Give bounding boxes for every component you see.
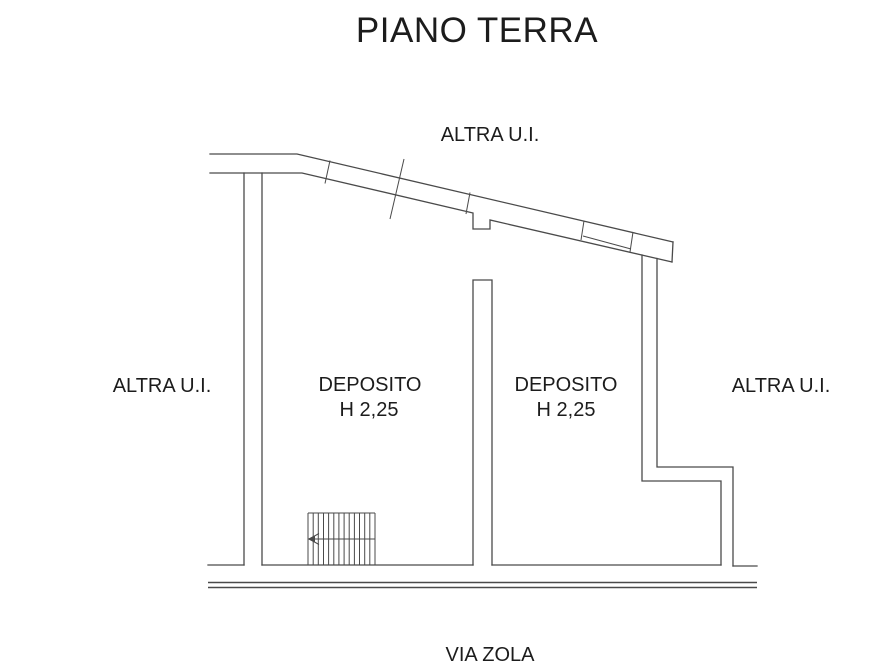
street-boundary-lines xyxy=(208,581,757,589)
room-left-label: DEPOSITO H 2,25 xyxy=(319,374,422,421)
window-left-jamb xyxy=(580,220,585,241)
room-right-height: H 2,25 xyxy=(537,399,596,421)
middle-partition-wall xyxy=(472,279,493,566)
window-glazing-line xyxy=(582,235,632,250)
right-wall-outer-line xyxy=(656,257,734,567)
room-left-name: DEPOSITO xyxy=(319,374,422,396)
wall-division-tick-1 xyxy=(324,160,331,184)
stair-arrow-head xyxy=(307,535,315,543)
section-cut-line xyxy=(389,158,405,220)
window-top-wall xyxy=(580,220,634,253)
right-wall-inner-line xyxy=(641,254,722,566)
label-altra-ui-top: ALTRA U.I. xyxy=(441,124,540,146)
label-via-zola: VIA ZOLA xyxy=(446,644,536,666)
top-wall-end-cap xyxy=(671,241,674,263)
top-wall-inner-line-with-notch xyxy=(209,172,673,263)
page-title: PIANO TERRA xyxy=(356,11,598,50)
room-right-name: DEPOSITO xyxy=(515,374,618,396)
room-right-label: DEPOSITO H 2,25 xyxy=(515,374,618,421)
label-altra-ui-left: ALTRA U.I. xyxy=(113,375,212,397)
top-wall-outer-line xyxy=(209,153,674,243)
room-left-height: H 2,25 xyxy=(340,399,399,421)
bottom-wall-line xyxy=(261,564,758,567)
staircase xyxy=(307,512,376,565)
wall-division-tick-2 xyxy=(465,192,471,215)
label-altra-ui-right: ALTRA U.I. xyxy=(732,375,831,397)
